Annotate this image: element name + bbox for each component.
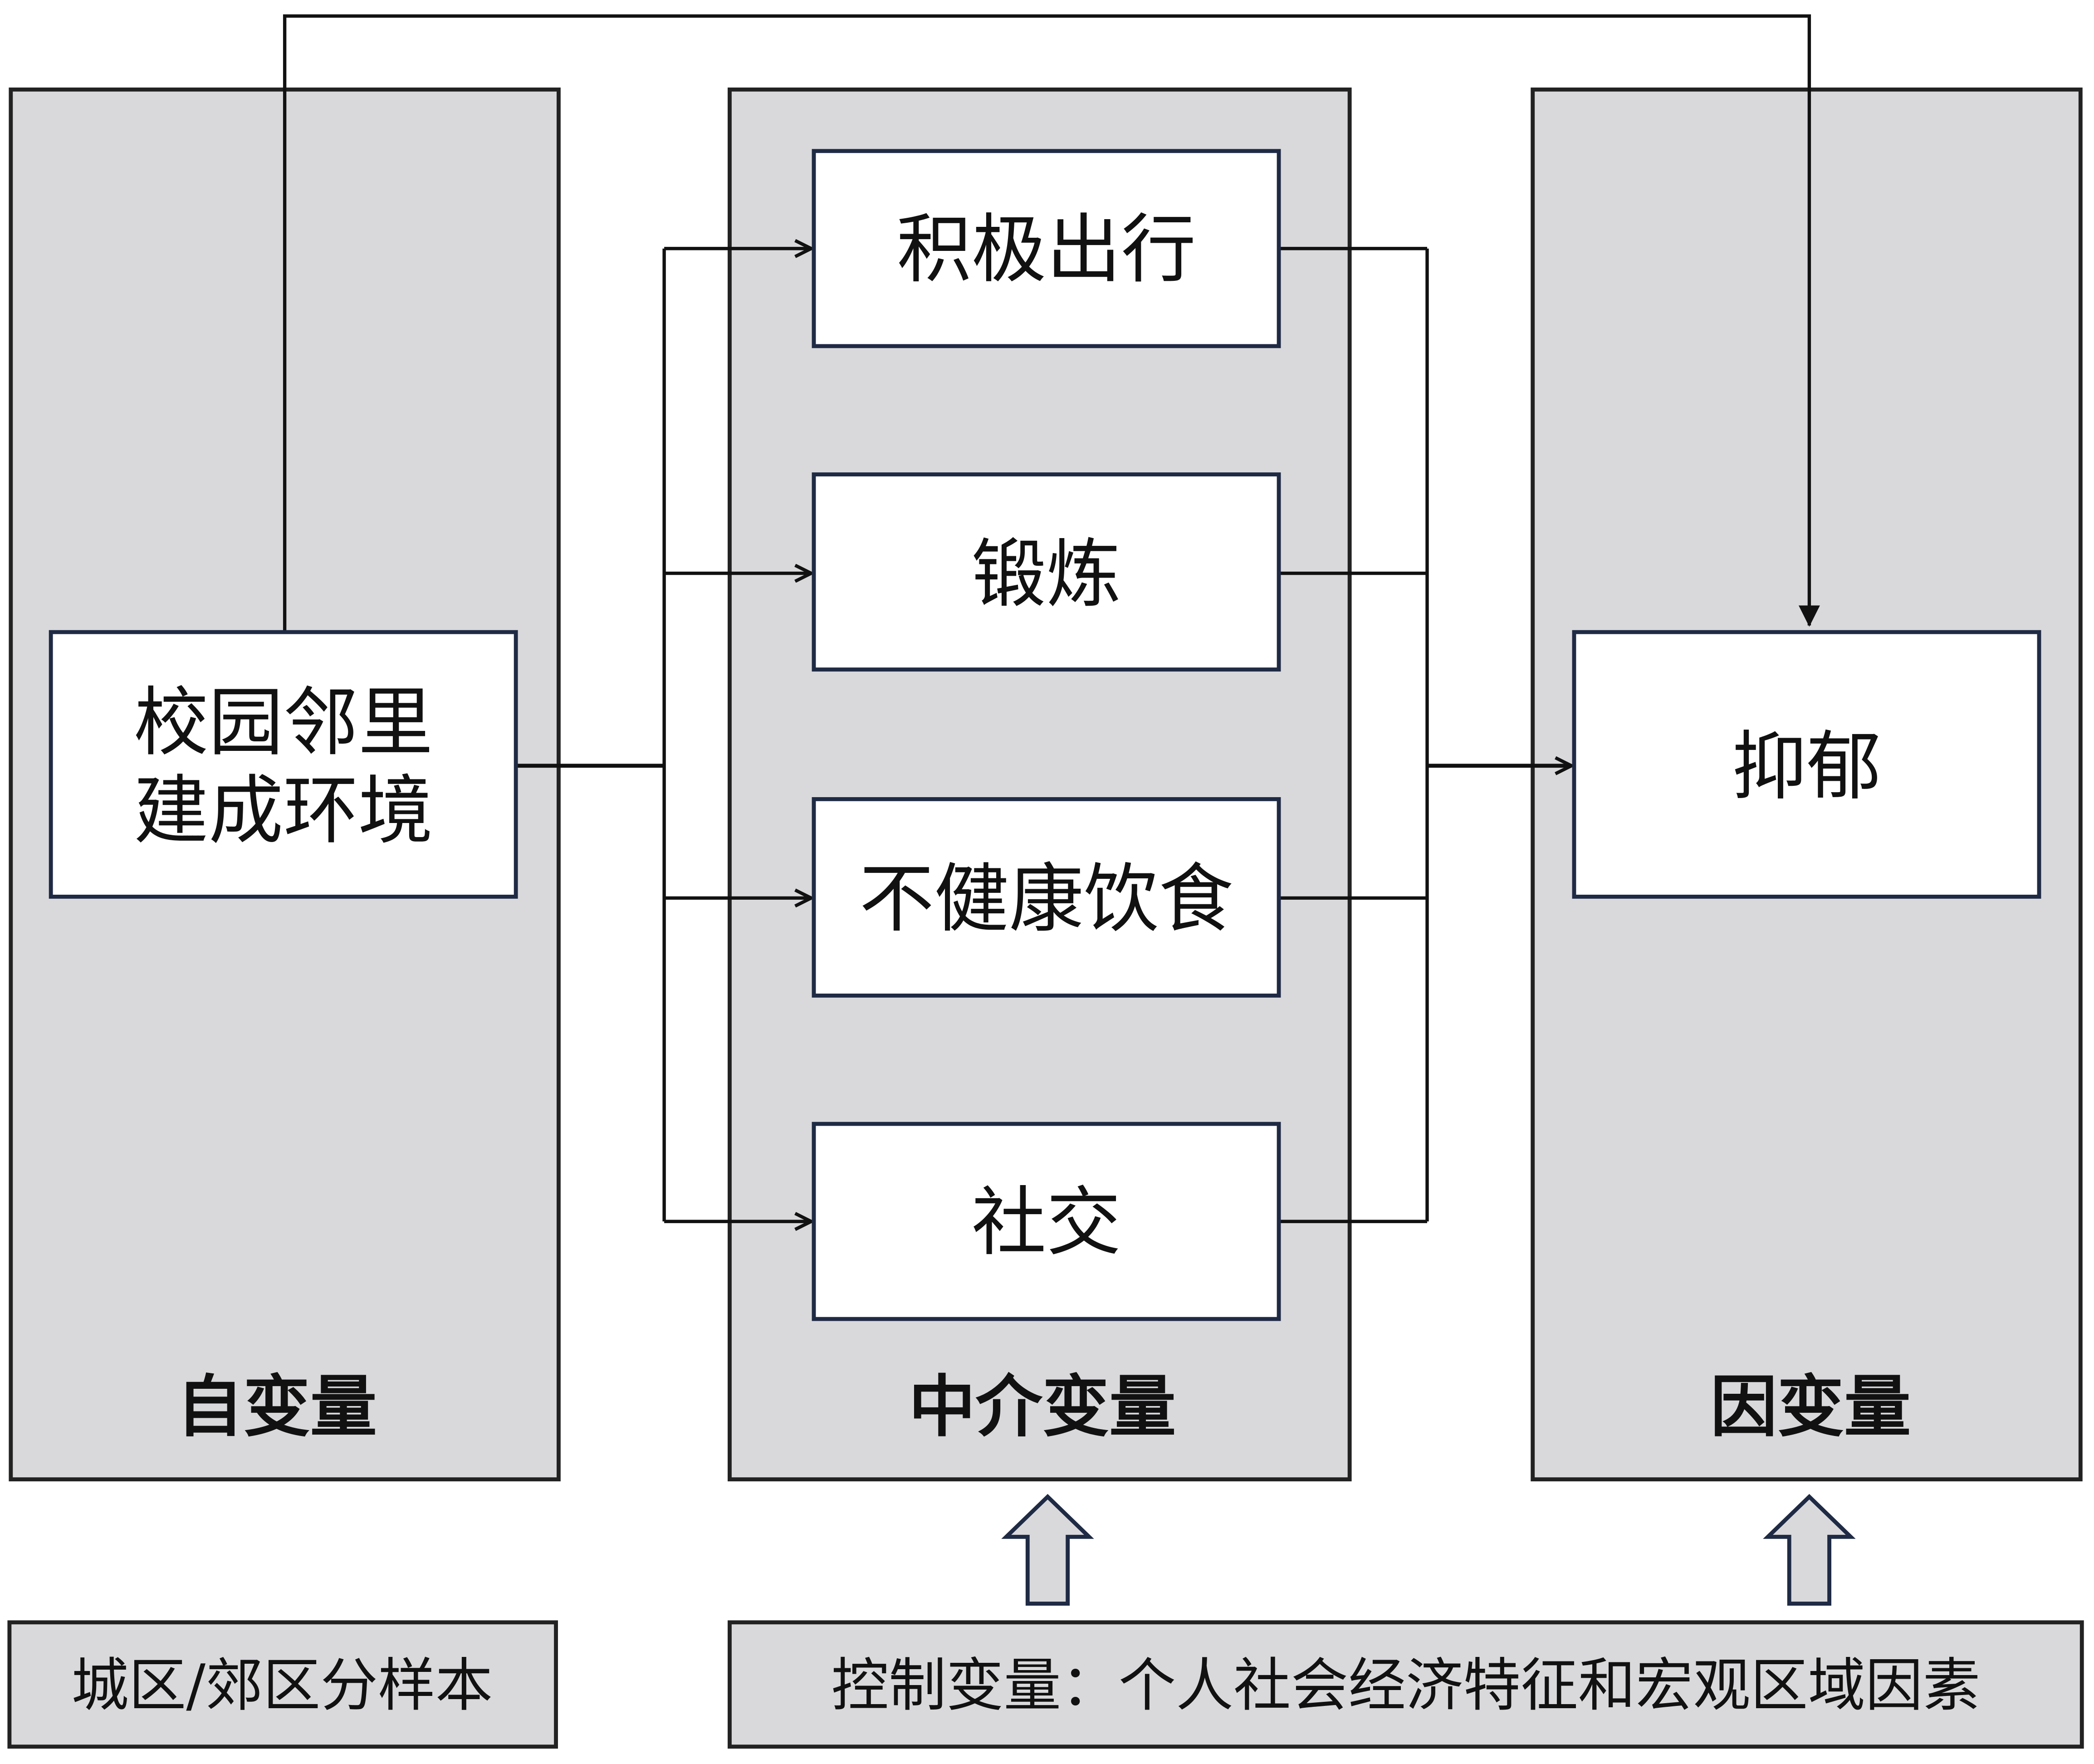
control-arrow-dependent-icon	[1763, 1494, 1856, 1606]
subsample-box	[7, 1620, 558, 1749]
dependent-variable-box	[1572, 630, 2041, 899]
independent-line-2: 建成环境	[134, 767, 433, 854]
control-variables-label: 控制变量：个人社会经济特征和宏观区域因素	[831, 1651, 1980, 1719]
right-bus-lines	[1279, 247, 1429, 1223]
dependent-label: 抑郁	[1732, 723, 1882, 810]
dependent-panel-label: 因变量	[1710, 1368, 1911, 1446]
control-variables-box	[728, 1620, 2084, 1749]
mediator-label: 不健康饮食	[859, 855, 1233, 942]
mediator-box-active-travel	[812, 149, 1281, 348]
mediator-label: 社交	[972, 1179, 1121, 1266]
mediator-panel-label: 中介变量	[909, 1368, 1176, 1446]
mediator-label: 锻炼	[972, 531, 1121, 618]
independent-panel-label: 自变量	[176, 1368, 377, 1446]
subsample-label: 城区/郊区分样本	[71, 1651, 493, 1719]
independent-variable-box	[49, 630, 518, 899]
mediator-label: 积极出行	[897, 206, 1196, 293]
mediator-box-social	[812, 1122, 1281, 1321]
independent-line-1: 校园邻里	[134, 679, 433, 766]
mediator-box-unhealthy-diet	[812, 797, 1281, 998]
control-arrow-mediator-icon	[1001, 1494, 1094, 1606]
direct-effect-arrow	[283, 14, 1820, 632]
mediator-box-exercise	[812, 472, 1281, 672]
